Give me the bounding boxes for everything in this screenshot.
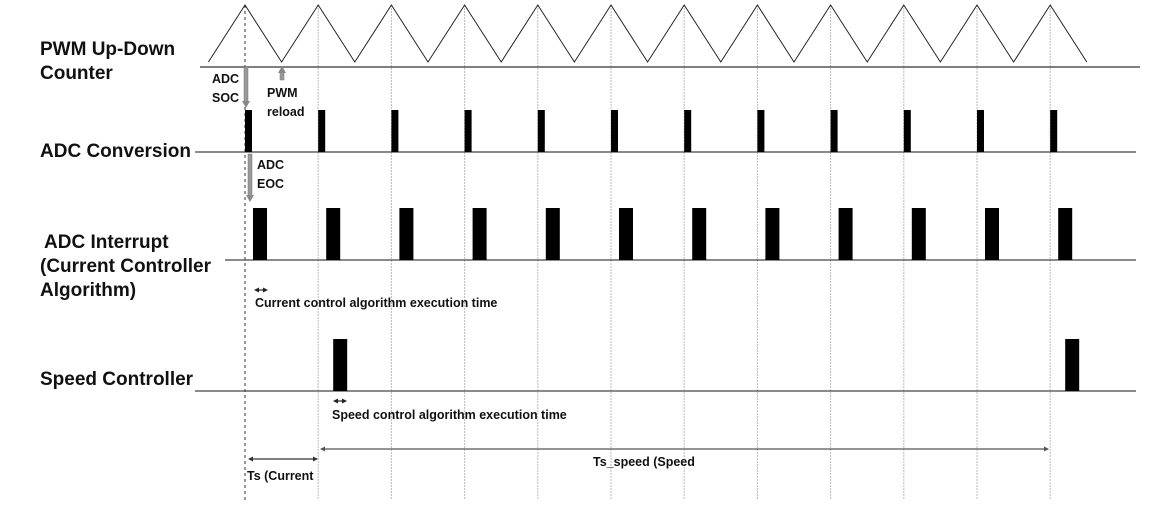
row-label-pwm: PWM Up-Down Counter [40,38,175,86]
adc-conversion-pulse [1050,110,1058,152]
row-label-line: ADC Interrupt [44,232,169,253]
ts-speed-arrow-head [1044,446,1049,452]
adc-conversion-pulse [391,110,399,152]
adc-eoc-arrow-icon [247,153,253,197]
row-label-speed-controller: Speed Controller [40,369,194,390]
label-line: reload [267,105,305,119]
label-line: ADC [257,158,285,172]
speed-exec-time-arrow-head [333,398,338,404]
adc-conversion-pulse [464,110,472,152]
adc-interrupt-pulse [985,208,999,260]
adc-conversion-pulse [318,110,326,152]
speed-controller-pulse [333,339,348,391]
row-label-line: Algorithm) [40,280,137,301]
adc-soc-label: ADC SOC [212,70,239,108]
adc-conversion-pulse [903,110,911,152]
adc-conversion-pulse [977,110,984,152]
adc-interrupt-pulse [692,208,707,260]
adc-interrupt-pulse [253,208,267,260]
adc-conversion-pulse [611,110,618,152]
adc-interrupt-pulse [838,208,853,260]
pwm-reload-arrow-icon [279,71,285,81]
adc-conversion-pulse [684,110,692,152]
adc-interrupt-pulse [1058,208,1073,260]
ts-speed-label: Ts_speed (Speed [593,455,695,469]
adc-eoc-label: ADC EOC [257,156,284,194]
ts-current-arrow-head [313,456,318,462]
row-label-line: PWM Up-Down [40,39,176,60]
adc-conversion-pulse [537,110,545,152]
row-label-line: Counter [40,63,113,84]
pwm-reload-arrow-icon-head [278,66,286,73]
adc-interrupt-pulse [911,208,926,260]
speed-controller-pulse [1065,339,1080,391]
adc-soc-arrow-icon-head [242,101,250,108]
label-line: PWM [267,86,298,100]
speed-exec-time-arrow-head [342,398,347,404]
adc-interrupt-pulse [619,208,633,260]
adc-interrupt-pulse [399,208,414,260]
label-line: SOC [212,91,240,105]
current-exec-time-label: Current control algorithm execution time [255,296,498,310]
current-exec-time-arrow-head [254,287,259,293]
adc-soc-arrow-icon [243,66,249,103]
ts-current-arrow-head [248,456,253,462]
adc-conversion-pulse [245,110,252,152]
row-label-adc-interrupt: ADC Interrupt (Current Controller Algori… [40,231,211,303]
adc-interrupt-pulse [545,208,560,260]
label-line: EOC [257,177,285,191]
adc-interrupt-pulse [765,208,780,260]
row-label-line: (Current Controller [40,256,211,277]
adc-interrupt-pulse [326,208,341,260]
ts-current-label: Ts (Current [247,469,314,483]
pwm-reload-label: PWM reload [267,84,305,122]
current-exec-time-arrow-head [263,287,268,293]
ts-speed-arrow-head [320,446,325,452]
adc-conversion-pulse [757,110,765,152]
row-label-adc-conversion: ADC Conversion [40,140,193,164]
pwm-triangle-wave [207,4,1088,63]
speed-exec-time-label: Speed control algorithm execution time [332,408,567,422]
label-line: ADC [212,72,240,86]
adc-interrupt-pulse [472,208,487,260]
adc-conversion-pulse [830,110,838,152]
adc-eoc-arrow-icon-head [246,195,254,202]
